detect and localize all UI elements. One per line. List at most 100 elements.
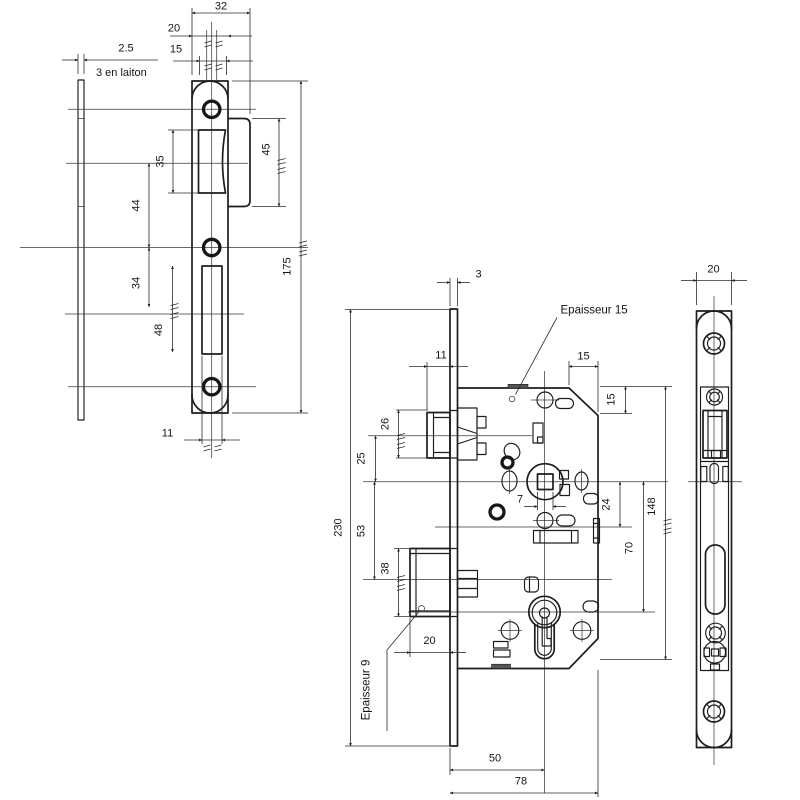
edge-auxiliary-piece: [592, 517, 601, 544]
dim-text-48: 48: [153, 324, 165, 336]
faceplate-screw-cylinder: [705, 622, 726, 644]
dim-lip-height: 45: [252, 118, 286, 207]
rivet-posts: [501, 468, 589, 494]
faceplate-adjusters: [700, 462, 729, 485]
bolt-thickness-label: Epaisseur 9: [361, 660, 373, 721]
dim-plate-thickness: 2.5 3 en laiton: [62, 43, 158, 79]
deadbolt-cutout: [201, 265, 223, 355]
lower-screw-post: [533, 511, 576, 530]
deadbolt-reference-hole: [418, 605, 425, 612]
dim-text-2-5: 2.5: [118, 43, 133, 55]
dim-chamfer-height: 15: [600, 386, 672, 414]
dim-latch-height: 26: [380, 409, 428, 459]
dim-faceplate-length: 230: [333, 309, 452, 747]
dim-text-148: 148: [646, 497, 658, 515]
stop-piece: [532, 422, 544, 444]
latch-cutout: [197, 129, 227, 194]
case-thickness-label: Epaisseur 15: [561, 305, 628, 317]
dim-total-height: 175: [232, 80, 308, 414]
dim-bolt-height: 38: [380, 548, 409, 617]
dim-text-44: 44: [131, 199, 143, 211]
euro-cylinder-cutout: [527, 595, 562, 660]
dim-lower-cutout-width: 11: [162, 356, 240, 452]
strike-plate-outline: [191, 80, 251, 414]
dim-text-26: 26: [380, 418, 392, 430]
dim-plate-width: 20: [168, 23, 252, 48]
dim-text-7: 7: [517, 494, 523, 506]
latch-spring: [500, 442, 521, 470]
material-note: 3 en laiton: [96, 67, 147, 79]
strike-plate-view: 32 20 15 2.5 3 en laiton: [20, 1, 308, 458]
dim-faceplate-thickness: 3: [437, 269, 482, 306]
guide-pin: [523, 576, 540, 593]
dim-latch-projection: 11: [409, 350, 468, 410]
dim-text-25: 25: [356, 452, 368, 464]
screw-hole-bottom: [201, 376, 222, 397]
lock-case-view: 3 11 Epaisseur 15 15 15: [333, 269, 672, 797]
latch-bolt: [426, 407, 487, 461]
dim-text-35: 35: [155, 155, 167, 167]
screw-hole-top: [201, 99, 222, 120]
slot-right-upper: [582, 492, 600, 505]
faceplate-latch-front: [702, 409, 728, 459]
dim-text-38: 38: [380, 562, 392, 574]
dim-latch-cutout-height: 35: [155, 129, 198, 194]
lock-horizontal-centerlines: [363, 435, 668, 613]
cylinder-screw-left: [498, 619, 522, 642]
faceplate-cylinder-end: [703, 640, 727, 671]
strike-lip: [227, 117, 251, 208]
dim-bolt-projection: 20: [394, 618, 466, 657]
dim-text-20-bolt: 20: [423, 635, 435, 647]
deadbolt: [409, 547, 479, 618]
spindle-square-hole: [536, 473, 554, 491]
keyway: [538, 607, 551, 619]
dim-case-height: 148: [600, 386, 672, 660]
strike-plate-edge: [77, 79, 85, 421]
dim-text-20-faceplate: 20: [707, 264, 719, 276]
case-reference-hole: [508, 395, 516, 403]
slot-right-lower: [582, 600, 600, 613]
follower-hub: [526, 462, 571, 501]
faceplate-front-view: 20: [681, 264, 747, 765]
dim-text-24: 24: [601, 498, 613, 510]
dim-text-20: 20: [168, 23, 180, 35]
faceplate-deadbolt-slot: [704, 544, 726, 615]
dim-lower-cutout-height: 48: [153, 265, 179, 353]
dim-text-15-chamfer-w: 15: [577, 351, 589, 363]
dim-text-15-chamfer-h: 15: [606, 393, 618, 405]
dim-middle-hole-to-lower: 34: [131, 247, 151, 308]
dim-spindle-square: 7: [517, 492, 566, 510]
dim-text-15: 15: [170, 44, 182, 56]
faceplate-outline: [695, 310, 733, 749]
dim-text-45: 45: [261, 143, 273, 155]
case-thickness-callout: Epaisseur 15: [515, 305, 628, 395]
faceplate-screw-top: [702, 332, 726, 355]
dim-follower-to-bolt: 53: [356, 481, 376, 580]
dim-text-11: 11: [162, 428, 173, 440]
dim-text-230: 230: [333, 518, 345, 536]
bushing-ring: [488, 503, 506, 521]
dim-text-53: 53: [356, 525, 368, 537]
dim-text-3: 3: [475, 269, 481, 281]
dim-faceplate-width: 20: [681, 264, 747, 305]
case-top-tab: [507, 383, 529, 389]
dim-text-50: 50: [489, 753, 501, 765]
dim-text-11-latch: 11: [435, 350, 446, 362]
case-bottom-tab: [491, 663, 511, 669]
dim-text-70: 70: [624, 542, 636, 554]
dim-chamfer-width: 15: [568, 351, 599, 412]
lock-case-outline: [456, 387, 599, 670]
dim-text-32: 32: [215, 1, 227, 13]
dim-latch-to-follower: 25: [356, 435, 377, 483]
dim-total-width: 32: [191, 1, 251, 114]
dim-backset: 50: [449, 748, 545, 775]
dim-latch-to-middle-hole: 44: [131, 162, 151, 248]
dim-cutout-width: 15: [170, 44, 253, 75]
dim-text-78: 78: [515, 776, 527, 788]
dim-case-depth: 78: [449, 670, 599, 797]
screw-hole-middle: [201, 237, 222, 258]
faceplate-screw-latch: [705, 388, 724, 406]
dim-follower-to-cylinder: 70: [624, 481, 645, 613]
